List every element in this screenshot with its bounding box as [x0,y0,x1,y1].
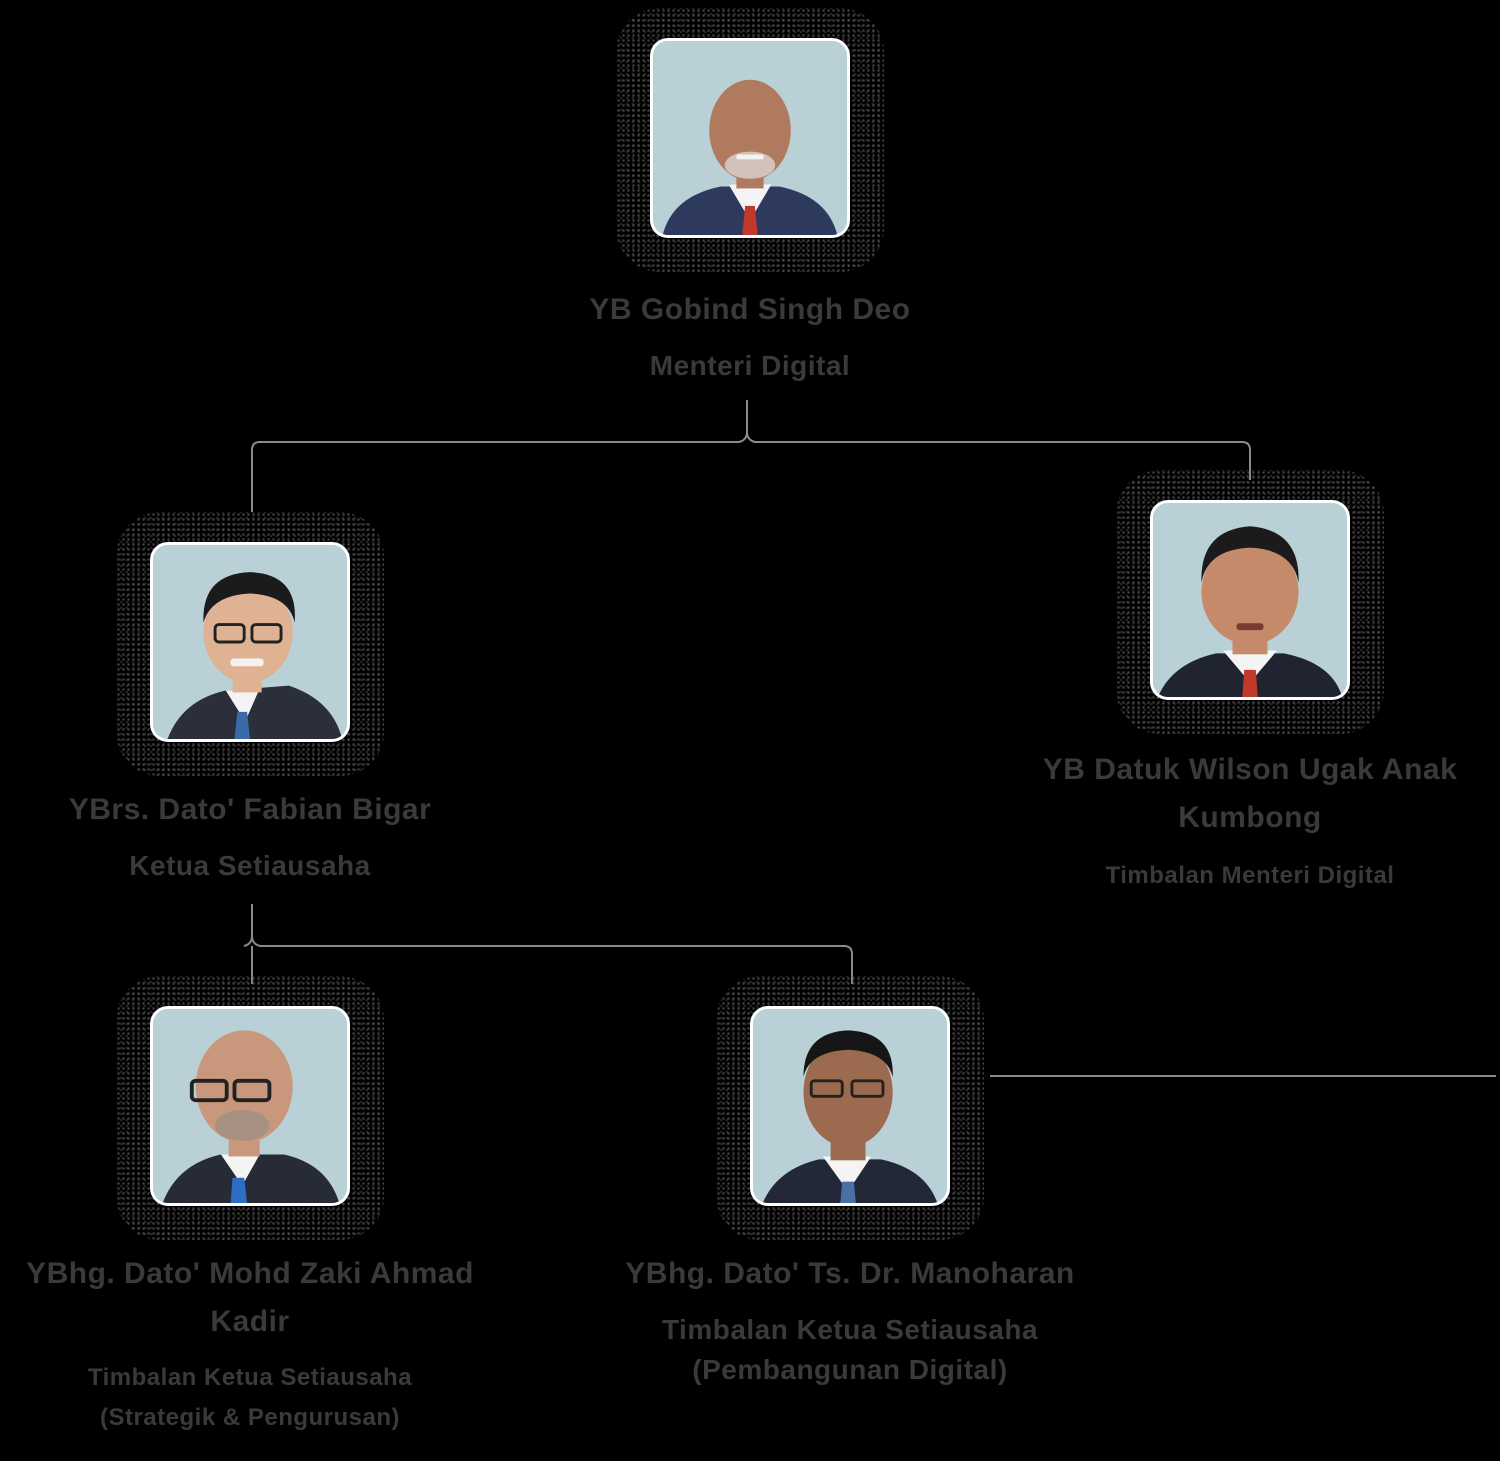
portrait-tie [1242,669,1258,697]
portrait-mouth [230,658,264,667]
node-deputy-minister: YB Datuk Wilson Ugak Anak Kumbong Timbal… [1043,470,1457,889]
node-secgen: YBrs. Dato' Fabian Bigar Ketua Setiausah… [69,512,431,881]
portrait-head [195,1030,293,1143]
portrait-suit [167,685,343,739]
portrait-suit [162,1154,340,1203]
portrait-collar [1222,650,1278,683]
portrait-head [709,79,791,181]
portrait-mouth [1236,623,1264,631]
portrait-tie [234,711,250,739]
portrait-head [1201,539,1299,645]
portrait-glasses-right [850,1079,885,1098]
node-tks-policy: YBhg. Dato' Mohd Zaki Ahmad Kadir Timbal… [26,976,473,1431]
portrait-mouth [736,154,764,160]
portrait-beard [215,1109,270,1141]
portrait-glasses-left [189,1078,229,1103]
minister-title: Menteri Digital [649,350,851,381]
node-minister: YB Gobind Singh Deo Menteri Digital [589,8,910,381]
portrait-glasses-left [809,1079,844,1098]
portrait-collar [225,688,260,722]
portrait-hair [203,572,295,623]
tks-digital-name: YBhg. Dato' Ts. Dr. Manoharan [625,1257,1075,1290]
portrait-head [203,581,293,683]
portrait-hair [1201,526,1299,583]
portrait-tie [742,205,758,235]
secgen-name: YBrs. Dato' Fabian Bigar [68,793,432,826]
portrait-minister [653,41,847,235]
portrait-secgen [153,545,347,739]
portrait-collar [728,184,772,221]
portrait-tie [840,1181,856,1203]
portrait-glasses-right [250,623,283,644]
portrait-collar [220,1154,260,1186]
connector-minister-to-level2 [251,400,1251,512]
secgen-title: Ketua Setiausaha [129,850,371,881]
photo-frame [150,542,350,742]
tks-policy-title: Timbalan Ketua Setiausaha (Strategik & P… [87,1364,413,1431]
node-tks-digital: YBhg. Dato' Ts. Dr. Manoharan Timbalan K… [625,976,1074,1385]
deputy-minister-name: YB Datuk Wilson Ugak Anak Kumbong [1042,753,1458,834]
photo-frame [750,1006,950,1206]
tks-digital-title: Timbalan Ketua Setiausaha (Pembangunan D… [661,1314,1039,1385]
photo-frame [150,1006,350,1206]
portrait-glasses-right [232,1078,272,1103]
portrait-tks-policy [153,1009,347,1203]
deputy-minister-title: Timbalan Menteri Digital [1105,862,1395,889]
portrait-glasses-left [213,623,246,644]
portrait-head [803,1038,893,1147]
portrait-deputy-minister [1153,503,1347,697]
portrait-hair [803,1030,893,1077]
photo-frame [1150,500,1350,700]
portrait-tie [230,1177,248,1203]
minister-name: YB Gobind Singh Deo [589,293,911,326]
tks-policy-name: YBhg. Dato' Mohd Zaki Ahmad Kadir [26,1257,474,1338]
photo-frame [650,38,850,238]
portrait-collar [822,1156,872,1192]
portrait-tks-digital [753,1009,947,1203]
connector-secgen-to-level3 [243,904,853,984]
